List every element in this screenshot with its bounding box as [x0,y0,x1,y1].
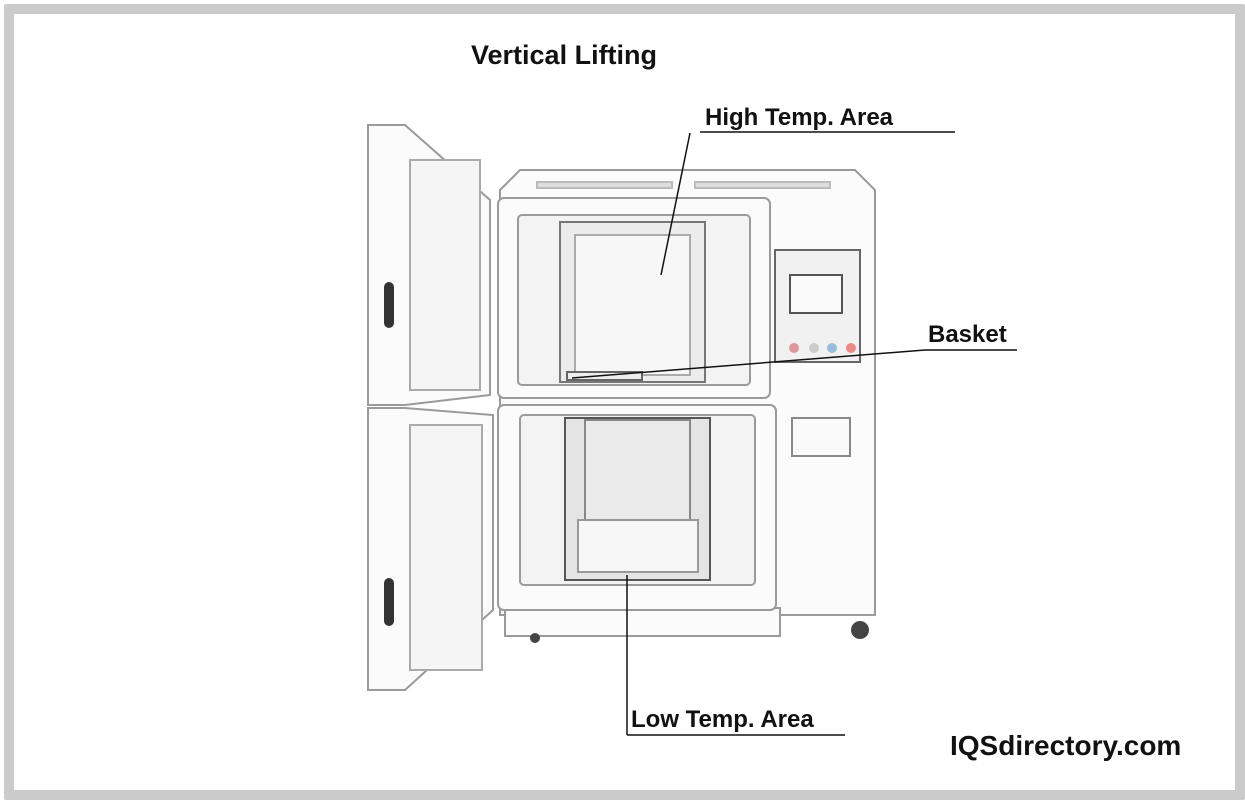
basket-lower-front [577,519,699,573]
panel-buttons [789,343,856,353]
high-temp-leader [660,132,691,276]
caster-wheel [851,621,869,639]
upper-handle [384,282,394,328]
basket-upper [574,234,691,376]
touch-screen [789,274,843,314]
access-port [791,417,851,457]
chamber-base [504,607,781,637]
basket-leader [571,349,926,379]
label-high-temp-area: High Temp. Area [705,104,894,131]
door-handles [384,282,394,626]
leader-lines [571,131,1017,736]
upper-door-seal [409,159,481,391]
lower-door-seal [409,424,483,671]
brand-watermark: IQSdirectory.com [950,730,1182,761]
diagram-title: Vertical Lifting [471,40,658,70]
label-basket: Basket [928,321,1007,348]
basket-lower [584,419,691,521]
lower-handle [384,578,394,626]
vent-right [694,181,831,189]
label-low-temp-area: Low Temp. Area [631,706,814,733]
vent-left [536,181,673,189]
